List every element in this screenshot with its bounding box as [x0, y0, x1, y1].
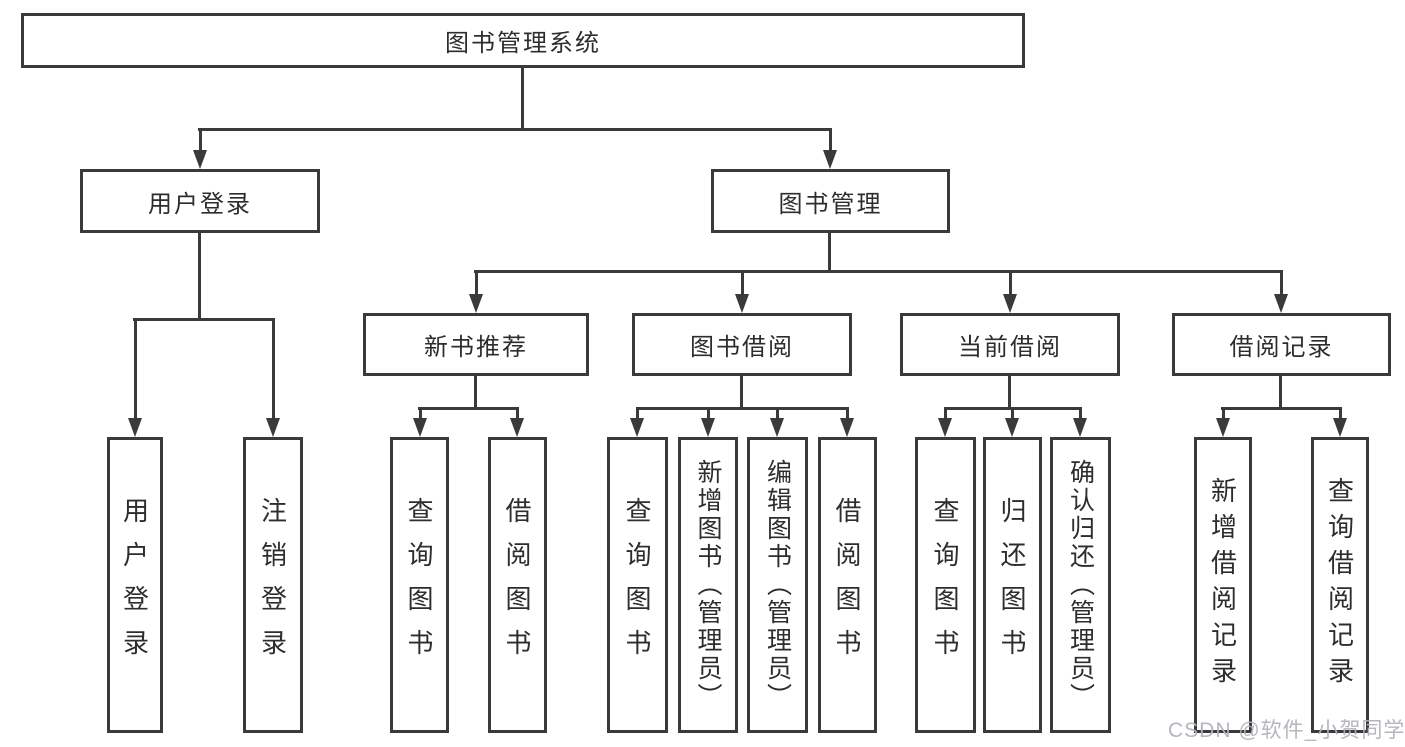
node-book-borrow-label: 图书借阅: [690, 334, 794, 361]
node-borrow-record-label: 借阅记录: [1229, 334, 1334, 361]
node-borrow-record: 借阅记录: [1172, 313, 1391, 376]
arrow-down-icon: [413, 407, 427, 437]
leaf-add-book-admin: 新增图书（管理员）: [678, 437, 738, 733]
node-new-book-recommend-label: 新书推荐: [424, 334, 528, 361]
arrow-down-icon: [840, 407, 854, 437]
leaf-add-borrow-record: 新增借阅记录: [1194, 437, 1252, 733]
csdn-watermark: CSDN @软件_小贺同学: [1168, 719, 1405, 742]
leaf-query-book-recommend-label: 查询图书: [404, 497, 434, 673]
leaf-borrow-book-label: 借阅图书: [832, 497, 862, 673]
connector-line: [133, 318, 275, 321]
node-root-system: 图书管理系统: [21, 13, 1025, 68]
arrow-down-icon: [938, 407, 952, 437]
leaf-query-book-borrow-label: 查询图书: [622, 497, 652, 673]
leaf-confirm-return-admin-label: 确认归还（管理员）: [1066, 459, 1095, 711]
node-current-borrow-label: 当前借阅: [958, 334, 1062, 361]
arrow-down-icon: [630, 407, 644, 437]
node-current-borrow: 当前借阅: [900, 313, 1120, 376]
arrow-down-icon: [128, 318, 142, 437]
leaf-borrow-book: 借阅图书: [818, 437, 877, 733]
leaf-query-book-recommend: 查询图书: [390, 437, 449, 733]
node-user-login: 用户登录: [80, 169, 320, 233]
node-user-login-label: 用户登录: [148, 190, 252, 218]
leaf-edit-book-admin-label: 编辑图书（管理员）: [763, 459, 792, 711]
connector-line: [474, 376, 477, 407]
arrow-down-icon: [266, 318, 280, 437]
leaf-edit-book-admin: 编辑图书（管理员）: [747, 437, 808, 733]
leaf-query-borrow-record: 查询借阅记录: [1311, 437, 1369, 733]
leaf-add-book-admin-label: 新增图书（管理员）: [694, 459, 722, 711]
leaf-query-borrow-record-label: 查询借阅记录: [1324, 477, 1355, 693]
node-book-borrow: 图书借阅: [632, 313, 852, 376]
node-book-management-label: 图书管理: [778, 190, 883, 218]
connector-line: [636, 407, 849, 410]
arrow-down-icon: [1333, 407, 1347, 437]
leaf-logout: 注销登录: [243, 437, 303, 733]
arrow-down-icon: [770, 407, 784, 437]
connector-line: [474, 270, 1283, 273]
leaf-query-book-borrow: 查询图书: [607, 437, 668, 733]
arrow-down-icon: [1005, 407, 1019, 437]
arrow-down-icon: [1274, 270, 1288, 313]
node-book-management: 图书管理: [711, 169, 950, 233]
leaf-confirm-return-admin: 确认归还（管理员）: [1050, 437, 1111, 733]
connector-line: [198, 128, 832, 131]
arrow-down-icon: [823, 128, 837, 169]
leaf-query-book-current: 查询图书: [915, 437, 976, 733]
leaf-borrow-book-recommend: 借阅图书: [488, 437, 547, 733]
node-new-book-recommend: 新书推荐: [363, 313, 589, 376]
leaf-borrow-book-recommend-label: 借阅图书: [502, 497, 532, 673]
leaf-user-login-label: 用户登录: [119, 497, 150, 673]
connector-line: [1279, 376, 1282, 407]
connector-line: [828, 233, 831, 270]
connector-line: [740, 376, 743, 407]
arrow-down-icon: [469, 270, 483, 313]
connector-line: [198, 233, 201, 318]
leaf-return-book: 归还图书: [983, 437, 1042, 733]
leaf-logout-label: 注销登录: [257, 497, 288, 673]
connector-line: [1008, 376, 1011, 407]
connector-line: [521, 68, 524, 128]
arrow-down-icon: [1073, 407, 1087, 437]
leaf-user-login: 用户登录: [107, 437, 163, 733]
leaf-query-book-current-label: 查询图书: [930, 497, 960, 673]
arrow-down-icon: [1216, 407, 1230, 437]
arrow-down-icon: [510, 407, 524, 437]
node-root-label: 图书管理系统: [445, 30, 601, 57]
leaf-add-borrow-record-label: 新增借阅记录: [1207, 477, 1238, 693]
connector-line: [1221, 407, 1341, 410]
connector-line: [418, 407, 519, 410]
arrow-down-icon: [193, 128, 207, 169]
leaf-return-book-label: 归还图书: [997, 497, 1027, 673]
arrow-down-icon: [1003, 270, 1017, 313]
arrow-down-icon: [735, 270, 749, 313]
arrow-down-icon: [701, 407, 715, 437]
